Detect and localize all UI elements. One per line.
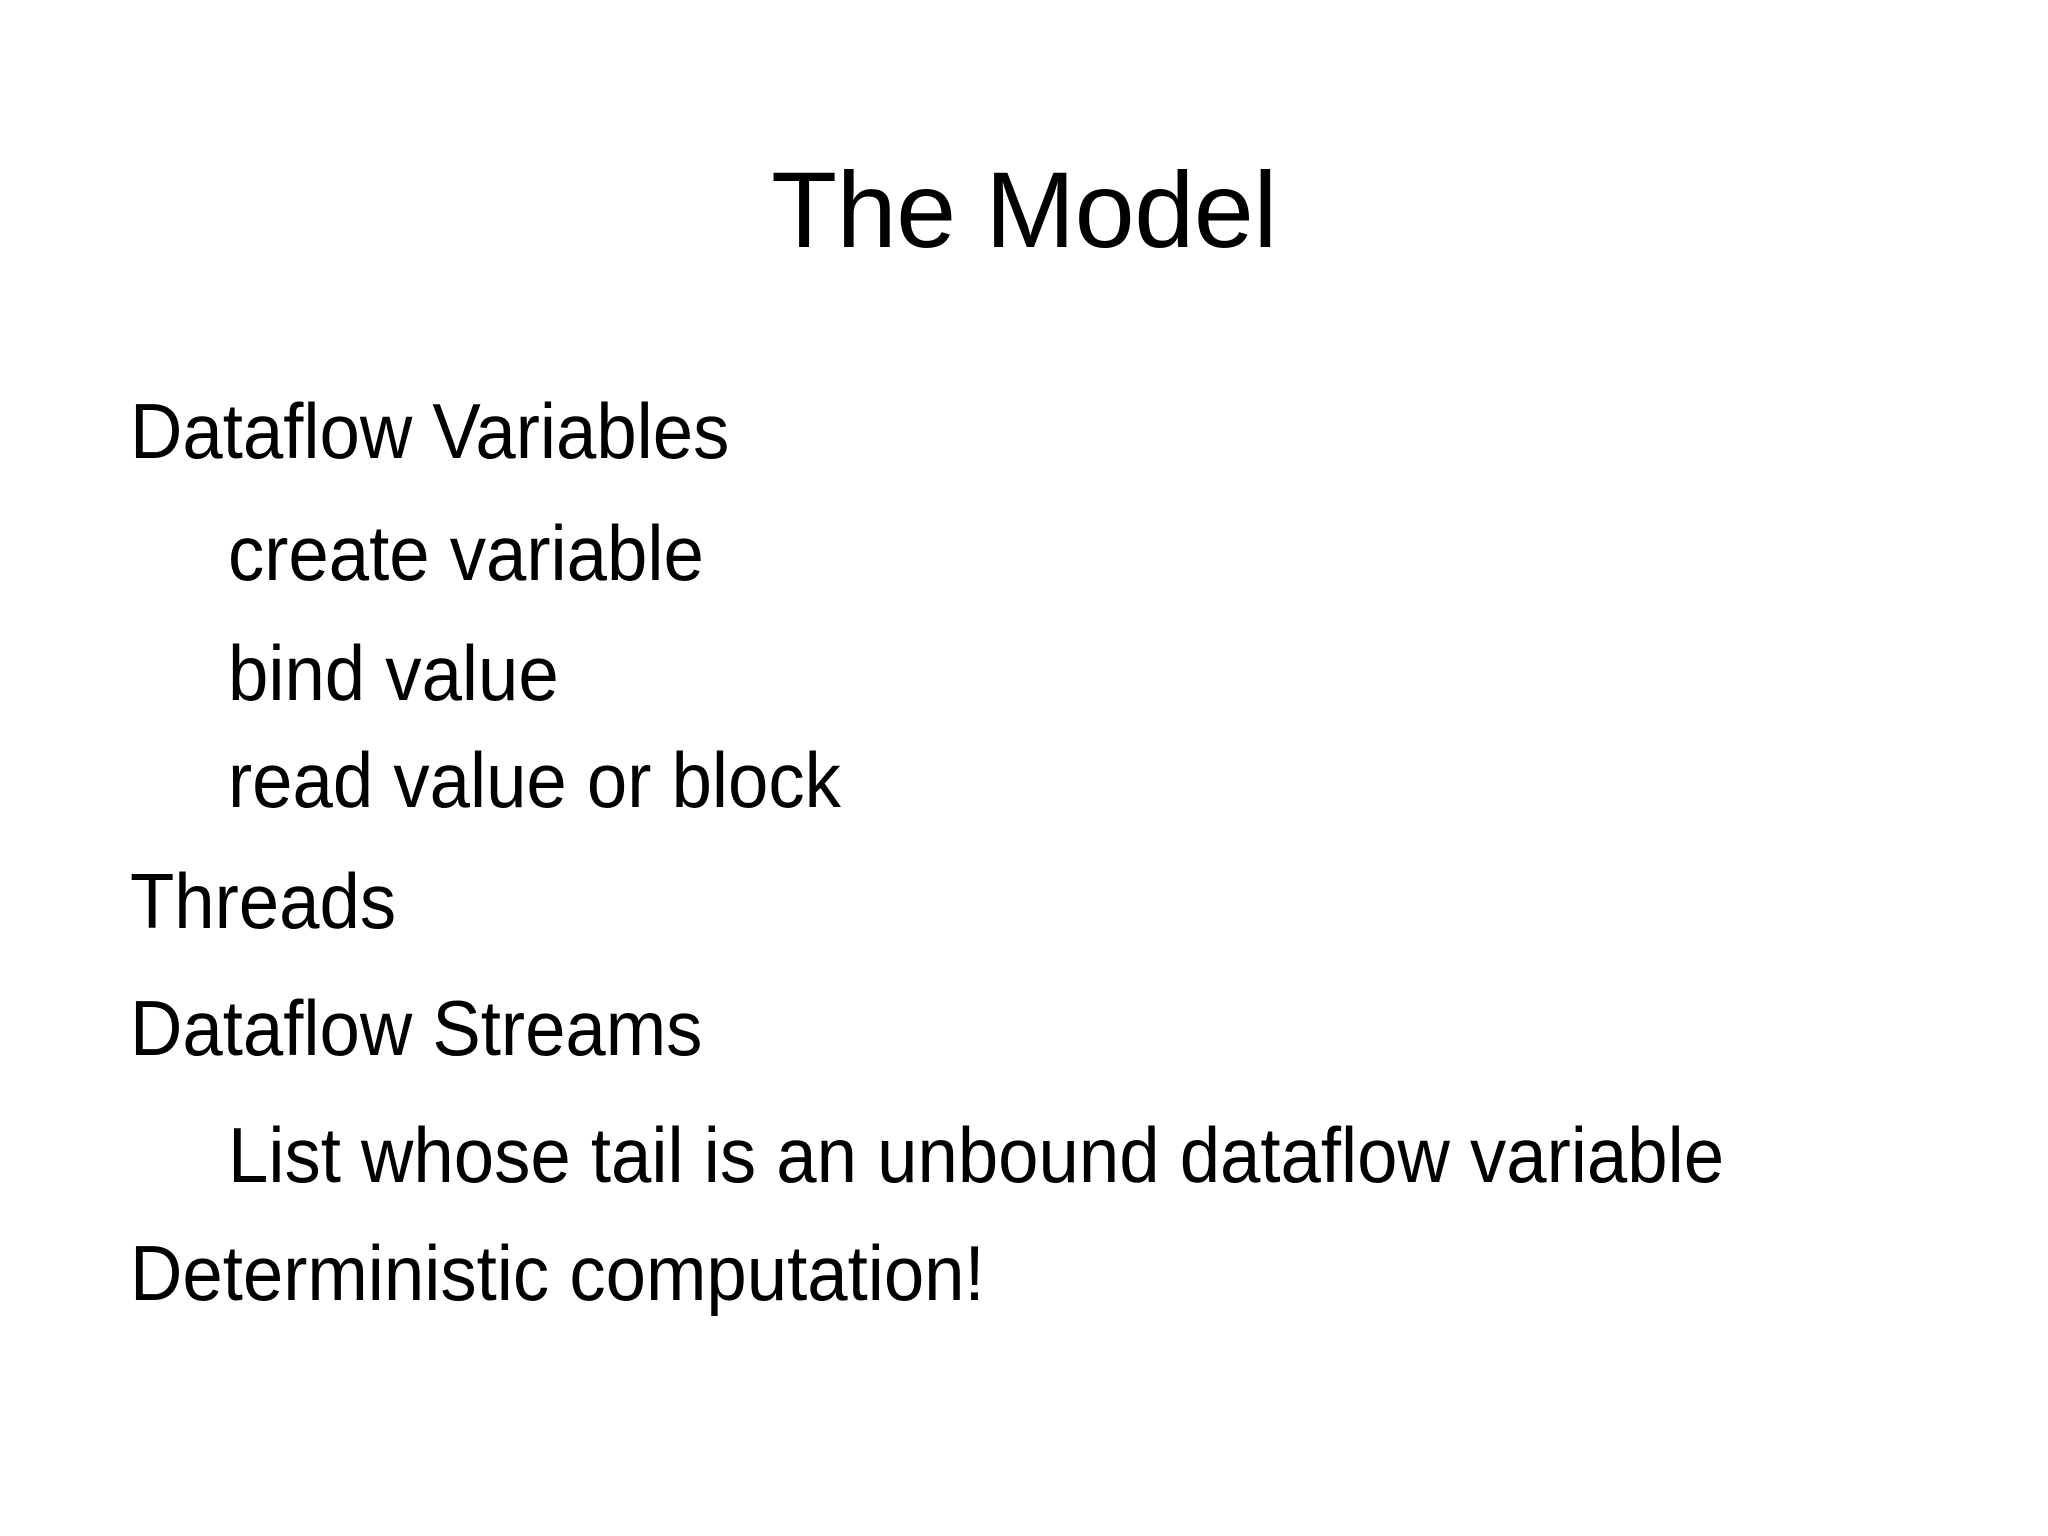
bullet-line-create-variable: create variable [228, 509, 704, 597]
slide-body-content: Dataflow Variables create variable bind … [0, 355, 2048, 1405]
slide-title: The Model [771, 149, 1277, 271]
bullet-line-dataflow-streams: Dataflow Streams [130, 984, 703, 1072]
bullet-line-dataflow-variables: Dataflow Variables [130, 387, 730, 475]
bullet-line-bind-value: bind value [228, 629, 559, 717]
bullet-line-deterministic-computation: Deterministic computation! [130, 1229, 985, 1317]
bullet-line-read-value-or-block: read value or block [228, 736, 841, 824]
bullet-line-threads: Threads [130, 857, 397, 945]
bullet-line-list-whose-tail: List whose tail is an unbound dataflow v… [228, 1111, 1725, 1199]
